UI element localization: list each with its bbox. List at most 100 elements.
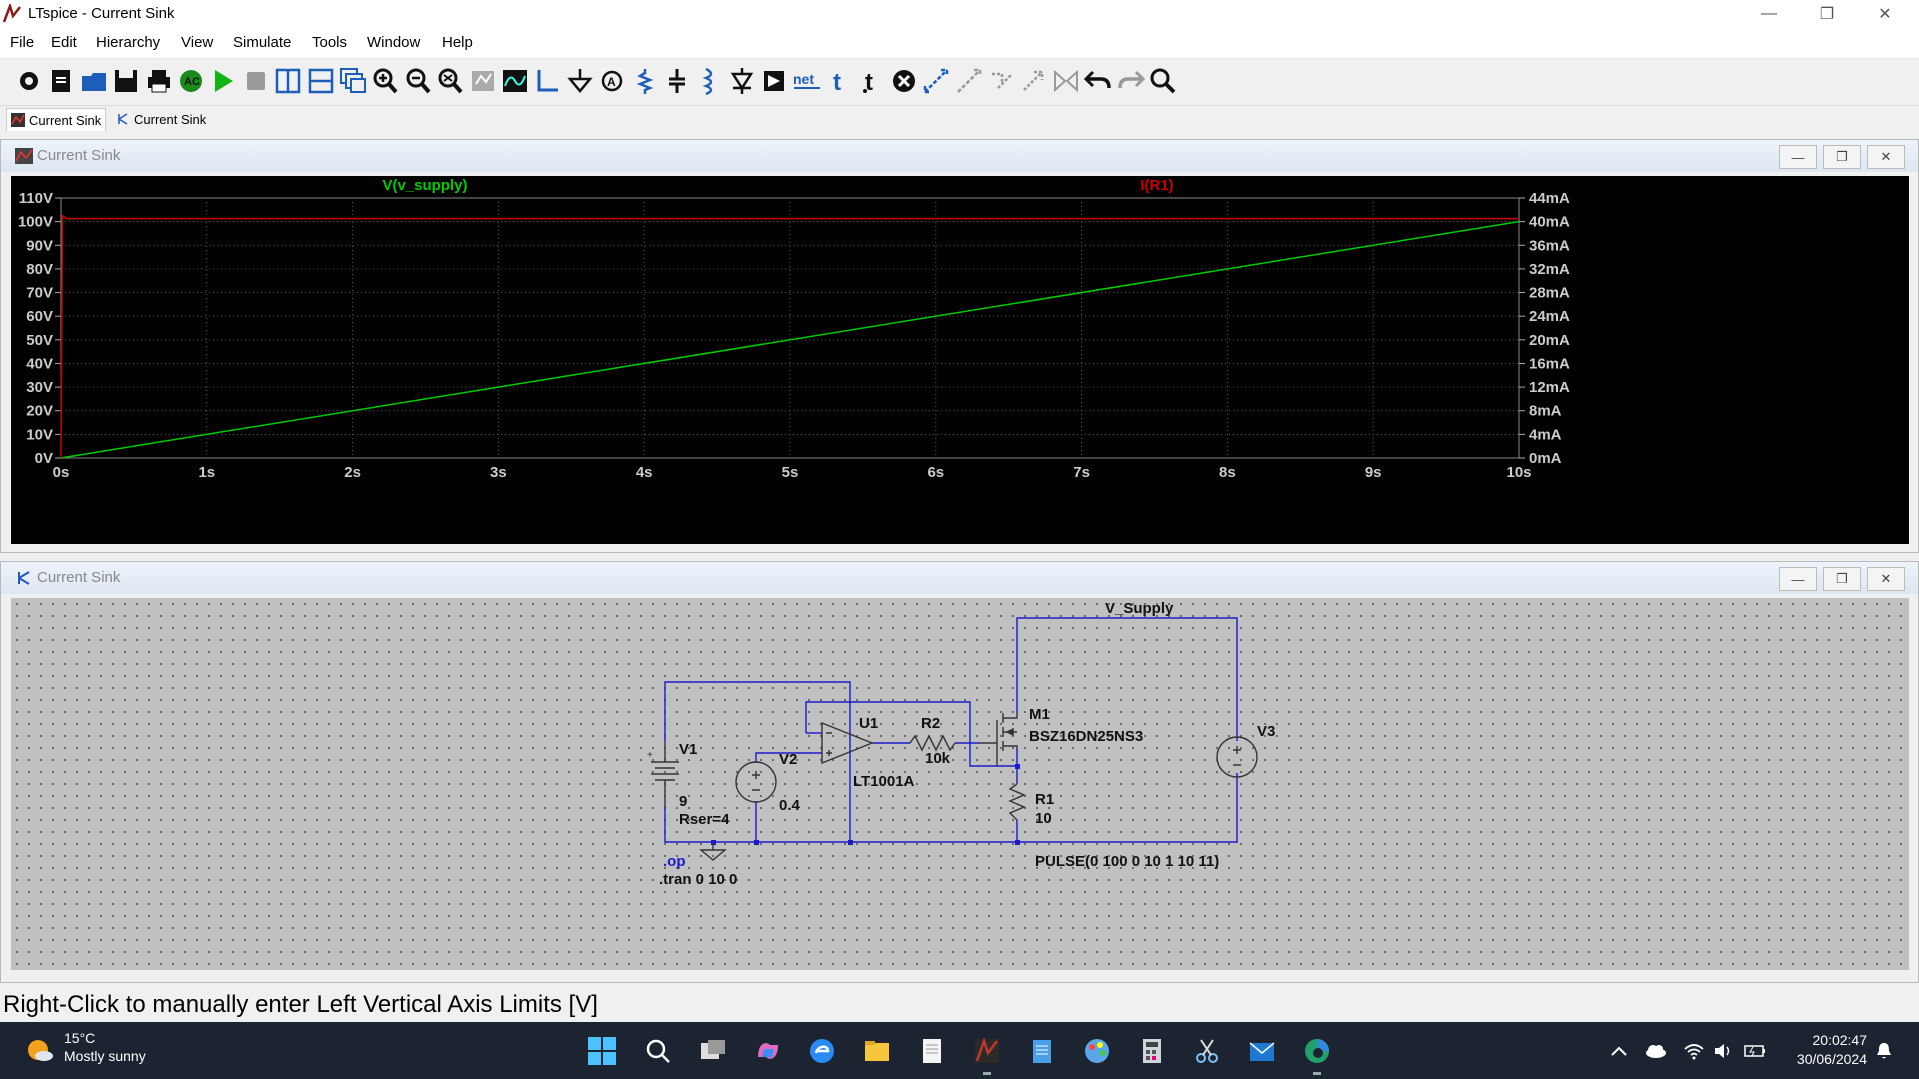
label-button[interactable]: A [595,64,629,98]
menu-simulate[interactable]: Simulate [233,34,292,51]
taskbar-edge[interactable] [1297,1031,1337,1075]
drag-button[interactable] [952,64,986,98]
v1-battery-symbol[interactable]: + [647,742,679,807]
tile-vertical-button[interactable] [271,64,305,98]
tray-battery[interactable] [1739,1031,1771,1071]
menu-tools[interactable]: Tools [312,34,348,51]
taskbar-notepad-app[interactable] [1022,1031,1062,1071]
plot-minimize-button[interactable]: — [1779,145,1817,169]
diode-button[interactable] [725,64,759,98]
v2-source-symbol[interactable] [735,761,777,803]
zoom-out-button[interactable] [401,64,435,98]
directive-tran[interactable]: .tran 0 10 0 [659,871,737,888]
taskbar-calculator[interactable] [1132,1031,1172,1071]
move-button[interactable] [919,64,953,98]
taskbar-snipping-tool[interactable] [1187,1031,1227,1071]
tray-volume[interactable] [1708,1031,1740,1071]
taskbar-file-explorer[interactable] [857,1031,897,1071]
plot-restore-button[interactable]: ❐ [1823,145,1861,169]
spice-directive-button[interactable]: t [854,64,888,98]
net-button[interactable]: net [790,64,824,98]
r1-value[interactable]: 10 [1035,810,1052,827]
r2-value[interactable]: 10k [925,750,951,767]
print-button[interactable] [142,64,176,98]
v2-value[interactable]: 0.4 [779,797,801,814]
ground-symbol[interactable] [699,842,727,861]
u1-name[interactable]: U1 [859,715,878,732]
m1-model[interactable]: BSZ16DN25NS3 [1029,728,1143,745]
schematic-minimize-button[interactable]: — [1779,567,1817,591]
taskbar-outlook[interactable] [1242,1031,1282,1071]
menu-window[interactable]: Window [367,34,421,51]
schematic-close-button[interactable]: ✕ [1867,567,1905,591]
mirror-ab-button[interactable] [1049,64,1083,98]
taskbar-edge-legacy[interactable] [802,1031,842,1071]
tab-plot[interactable]: Current Sink [6,108,107,131]
tray-overflow[interactable] [1597,1031,1641,1071]
menu-hierarchy[interactable]: Hierarchy [96,34,161,51]
close-button[interactable]: ✕ [1878,6,1892,23]
zoom-fit-button[interactable] [433,64,467,98]
open-button[interactable] [77,64,111,98]
clock[interactable]: 20:02:47 30/06/2024 [1797,1031,1867,1069]
delete-button[interactable] [887,64,921,98]
rotate-button[interactable] [984,64,1018,98]
resistor-button[interactable] [628,64,662,98]
tile-horizontal-button[interactable] [304,64,338,98]
mirror-button[interactable] [1016,64,1050,98]
r2-resistor-symbol[interactable] [909,734,956,752]
v1-value[interactable]: 9 [679,793,687,810]
minimize-button[interactable]: — [1761,5,1777,22]
zoom-in-button[interactable] [368,64,402,98]
net-label-v-supply[interactable]: V_Supply [1105,600,1174,617]
task-view[interactable] [693,1031,733,1071]
menu-edit[interactable]: Edit [51,34,77,51]
v3-value[interactable]: PULSE(0 100 0 10 1 10 11) [1035,853,1219,870]
taskbar-ltspice[interactable] [967,1031,1007,1075]
capacitor-button[interactable] [660,64,694,98]
taskbar-paint[interactable] [1077,1031,1117,1071]
r1-name[interactable]: R1 [1035,791,1054,808]
run-button[interactable] [206,64,240,98]
save-button[interactable] [109,64,143,98]
taskbar-notepad[interactable] [912,1031,952,1071]
component-button[interactable] [757,64,791,98]
m1-mosfet-symbol[interactable] [979,713,1018,766]
redo-button[interactable] [1114,64,1148,98]
m1-name[interactable]: M1 [1029,706,1050,723]
menu-view[interactable]: View [181,34,214,51]
restore-button[interactable]: ❐ [1819,6,1835,23]
menu-file[interactable]: File [10,34,35,51]
taskbar-search[interactable] [638,1031,678,1071]
schematic-drawing[interactable]: + [11,598,1909,970]
start-button[interactable] [582,1031,622,1071]
v3-name[interactable]: V3 [1257,723,1275,740]
directive-op[interactable]: .op [663,853,686,870]
u1-model[interactable]: LT1001A [853,773,915,790]
notifications-button[interactable] [1868,1031,1900,1071]
tray-onedrive[interactable] [1640,1031,1672,1071]
schematic-restore-button[interactable]: ❐ [1823,567,1861,591]
wire-button[interactable] [530,64,564,98]
autorange-button[interactable] [466,64,500,98]
tab-schematic[interactable]: Current Sink [112,108,210,130]
find-button[interactable] [1146,64,1180,98]
text-button[interactable]: t [822,64,856,98]
r1-resistor-symbol[interactable] [1008,783,1026,821]
menu-help[interactable]: Help [442,34,473,51]
undo-button[interactable] [1081,64,1115,98]
inductor-button[interactable] [692,64,726,98]
settings-button[interactable] [12,64,46,98]
tray-wifi[interactable] [1678,1031,1710,1071]
v1-rser[interactable]: Rser=4 [679,811,730,828]
new-schematic-button[interactable] [44,64,78,98]
schematic-canvas[interactable]: + [11,598,1909,970]
cascade-button[interactable] [336,64,370,98]
plot-close-button[interactable]: ✕ [1867,145,1905,169]
control-panel-button[interactable]: AC [174,64,208,98]
halt-button[interactable] [239,64,273,98]
ground-button[interactable] [563,64,597,98]
waveform-button[interactable] [498,64,532,98]
